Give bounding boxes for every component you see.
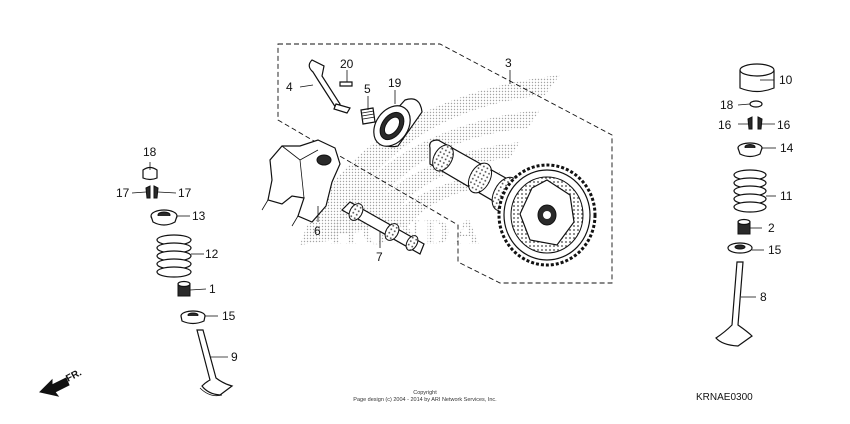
- valve-spring-right[interactable]: [733, 169, 767, 213]
- callout-20[interactable]: 20: [340, 57, 354, 71]
- callout-18-right[interactable]: 18: [720, 98, 734, 112]
- right-valve-assembly: [715, 63, 775, 347]
- rocker-arm[interactable]: [261, 139, 341, 227]
- valve-spring-left[interactable]: [156, 234, 192, 278]
- callout-15-left[interactable]: 15: [222, 309, 236, 323]
- cotter-cap-left[interactable]: [142, 166, 158, 181]
- callout-13[interactable]: 13: [192, 209, 206, 223]
- valve-cotter-left-b[interactable]: [153, 185, 159, 199]
- callout-18-left[interactable]: 18: [143, 145, 157, 159]
- exhaust-valve-right[interactable]: [715, 261, 753, 347]
- decompressor-parts: [308, 59, 376, 125]
- callout-17-left-b[interactable]: 17: [178, 186, 192, 200]
- callout-7[interactable]: 7: [376, 250, 383, 264]
- callout-2[interactable]: 2: [768, 221, 775, 235]
- valve-cotter-right-a[interactable]: [747, 116, 753, 130]
- callout-5[interactable]: 5: [364, 82, 371, 96]
- cam-sprocket[interactable]: [497, 163, 597, 267]
- leader-lines: [131, 70, 776, 358]
- intake-valve-left[interactable]: [196, 329, 234, 396]
- front-direction-indicator: FR.: [39, 367, 84, 397]
- copyright-heading: Copyright: [413, 390, 437, 396]
- callout-16-right-b[interactable]: 16: [777, 118, 791, 132]
- diagram-code: KRNAE0300: [696, 392, 753, 403]
- callout-labels: 3 4 20 5 19 6 7 18 17 17 13 12 1 15 9 10…: [116, 56, 794, 364]
- callout-16-right-a[interactable]: 16: [718, 118, 732, 132]
- callout-15-right[interactable]: 15: [768, 243, 782, 257]
- copyright-notice: Page design (c) 2004 - 2014 by ARI Netwo…: [353, 397, 497, 403]
- callout-10[interactable]: 10: [779, 73, 793, 87]
- callout-11[interactable]: 11: [780, 189, 793, 203]
- decompressor-spring[interactable]: [360, 107, 376, 125]
- valve-cotter-left-a[interactable]: [145, 185, 151, 199]
- valve-cotter-right-b[interactable]: [757, 116, 763, 130]
- valve-lifter[interactable]: [739, 63, 775, 93]
- callout-12[interactable]: 12: [205, 247, 219, 261]
- callout-8[interactable]: 8: [760, 290, 767, 304]
- callout-4[interactable]: 4: [286, 80, 293, 94]
- callout-14[interactable]: 14: [780, 141, 794, 155]
- left-valve-assembly: [142, 166, 234, 397]
- assembly-outline: [277, 43, 613, 284]
- decompressor-pin[interactable]: [339, 81, 353, 87]
- callout-1[interactable]: 1: [209, 282, 216, 296]
- cotter-cap-right[interactable]: [749, 100, 763, 108]
- callout-19[interactable]: 19: [388, 76, 402, 90]
- callout-3[interactable]: 3: [505, 56, 512, 70]
- callout-17-left-a[interactable]: 17: [116, 186, 130, 200]
- rocker-shaft[interactable]: [341, 201, 425, 255]
- front-arrow-icon: [39, 377, 70, 397]
- camshaft[interactable]: [428, 139, 523, 215]
- front-label: FR.: [64, 367, 84, 384]
- camshaft-bearing[interactable]: [366, 98, 423, 153]
- callout-9[interactable]: 9: [231, 350, 238, 364]
- callout-6[interactable]: 6: [314, 224, 321, 238]
- decompressor-shaft[interactable]: [308, 59, 341, 109]
